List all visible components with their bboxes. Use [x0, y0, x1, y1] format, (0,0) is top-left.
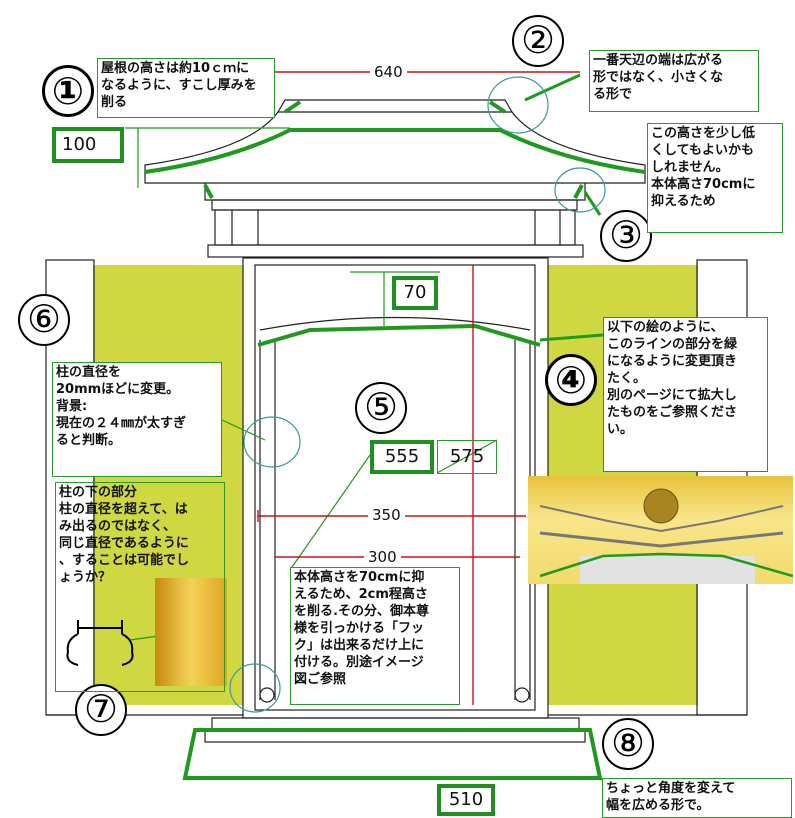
dimension-350: 350 — [368, 506, 405, 524]
arch-lines — [539, 488, 794, 584]
dimension-510: 510 — [437, 784, 495, 816]
column-base-photo — [155, 578, 227, 686]
marker-8: ⑧ — [602, 718, 654, 770]
dimension-300: 300 — [364, 548, 401, 566]
note-top-edge: 一番天辺の端は広がる 形ではなく、小さくな る形で — [589, 50, 759, 112]
marker-1: ① — [42, 65, 94, 117]
marker-5: ⑤ — [355, 382, 407, 434]
marker-7: ⑦ — [75, 684, 127, 736]
green-proposal-lines — [144, 100, 646, 780]
note-lower-height: この高さを少し低 くしてもよいかも しれません。 本体高さ70cmに 抑えるため — [647, 123, 783, 233]
annotation-arrows — [524, 73, 604, 342]
note-column-base: 柱の下の部分 柱の直径を超えて、は み出るのではなく、 同じ直径であるように 、… — [55, 482, 225, 692]
column-base-sketch — [66, 620, 134, 666]
marker-6: ⑥ — [18, 294, 70, 346]
note-green-line: 以下の絵のように、 このラインの部分を緑 になるように変更頂き たく。 別のペー… — [603, 317, 768, 472]
dimension-640: 640 — [370, 63, 407, 81]
crest-icon — [643, 488, 679, 524]
marker-2: ② — [512, 15, 564, 67]
dimension-575-struck: 575 — [437, 440, 497, 474]
roof — [144, 99, 646, 201]
highlight-circles — [229, 76, 606, 713]
marker-4: ④ — [545, 354, 597, 406]
dimension-70: 70 — [392, 276, 438, 310]
dimension-100: 100 — [52, 127, 124, 163]
dimension-555: 555 — [370, 440, 434, 474]
note-body-height: 本体高さを70cmに抑 えるため、2cm程高さ を削る.その分、御本尊 様を引っ… — [290, 567, 460, 705]
note-column-diameter: 柱の直径を 20mmほどに変更。 背景: 現在の２４㎜が太すぎ ると判断。 — [52, 362, 222, 477]
note-roof-height: 屋根の高さは約10ｃｍに なるように、すこし厚みを 削る — [97, 58, 275, 118]
marker-3: ③ — [600, 210, 652, 262]
note-base-angle: ちょっと角度を変えて 幅を広める形で。 — [602, 778, 792, 818]
reference-photo-arch — [528, 476, 794, 584]
